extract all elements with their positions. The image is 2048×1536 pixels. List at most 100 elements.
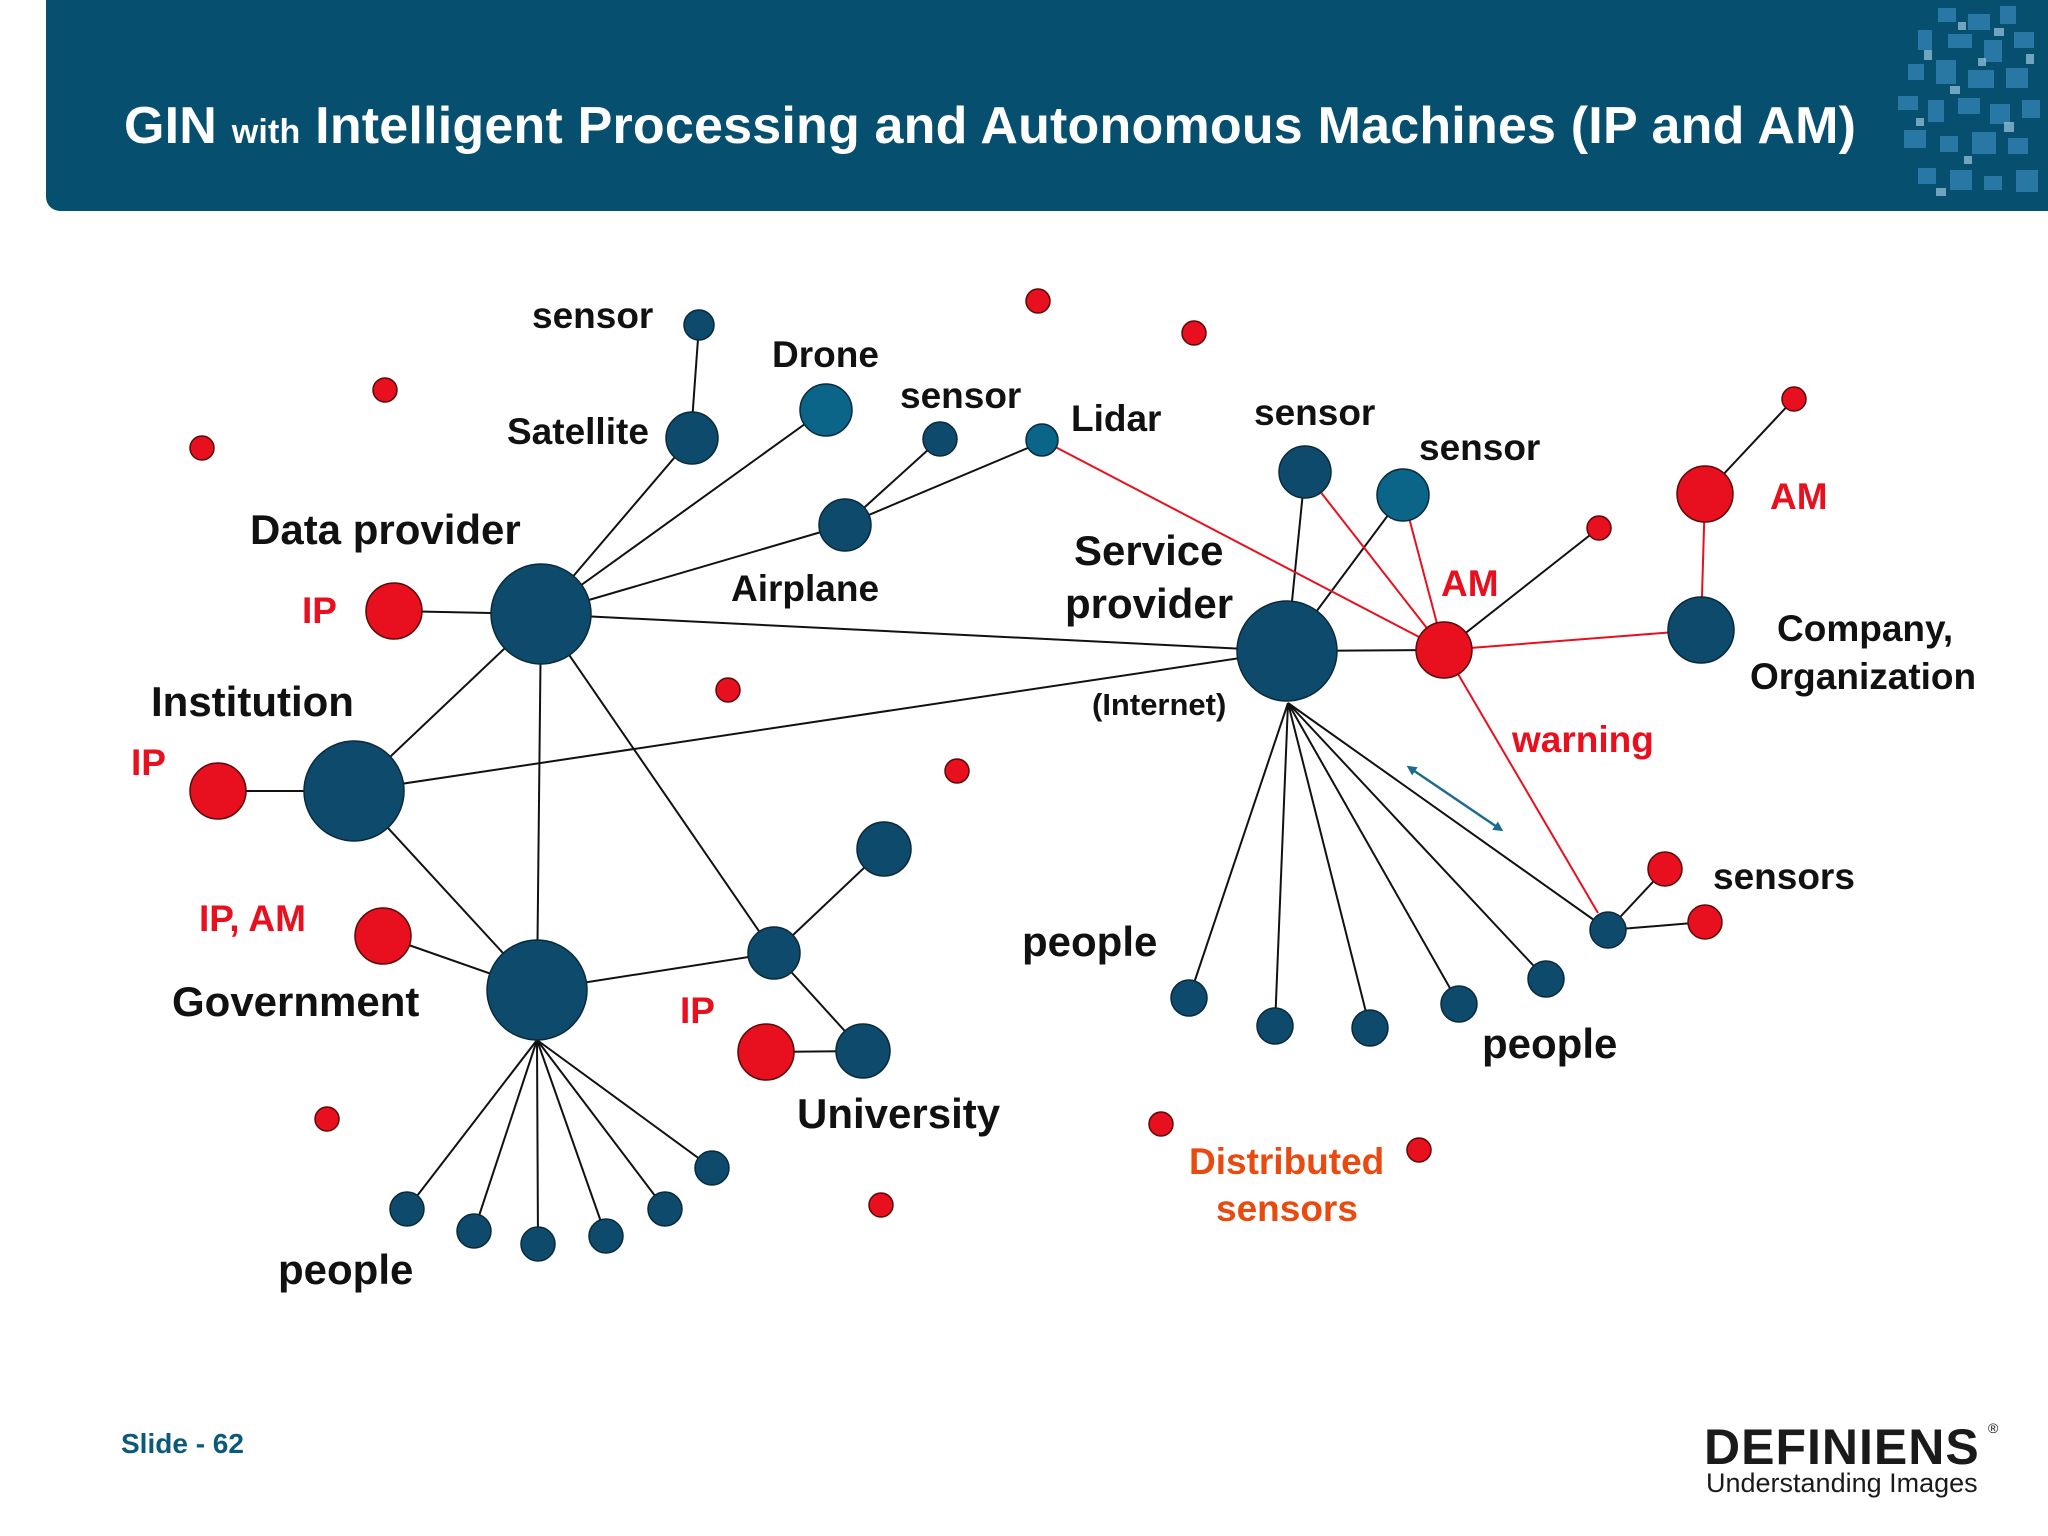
edge [1287, 702, 1371, 1029]
edge [691, 324, 700, 423]
am-node-company [1676, 465, 1734, 523]
distributed-sensor-dot [1025, 288, 1051, 314]
distributed-sensor-dot [1406, 1137, 1432, 1163]
government-node [486, 939, 588, 1041]
double-arrow [1406, 765, 1504, 832]
ip-label: IP [131, 742, 166, 783]
distributed-sensor-dot [314, 1106, 340, 1132]
edge [1274, 702, 1289, 1027]
sensors-hub-node [1589, 911, 1627, 949]
university-branch-node [856, 821, 912, 877]
red-labels: IP AM AM IP warning IP, AM IP [131, 476, 1828, 1031]
people-node [1256, 1007, 1294, 1045]
distributed-label: Distributed [1189, 1141, 1384, 1182]
title-with: with [231, 113, 301, 151]
institution-label: Institution [151, 678, 354, 725]
edge [536, 1039, 607, 1237]
small-red-node [1781, 386, 1807, 412]
title-gin: GIN [124, 97, 218, 155]
ip-label: IP [302, 590, 337, 631]
edge [536, 613, 542, 991]
ip-node-data-provider [365, 582, 423, 640]
university-label: University [797, 1090, 1001, 1137]
logo-tagline: Understanding Images [1706, 1468, 1978, 1498]
ip-am-label: IP, AM [199, 898, 306, 939]
distributed-sensor-dot [868, 1192, 894, 1218]
university-node [835, 1023, 891, 1079]
ip-label: IP [680, 990, 715, 1031]
logo-wordmark: DEFINIENS [1704, 1419, 1980, 1475]
sensor-red-node [1647, 851, 1683, 887]
teal-nodes [799, 383, 1430, 522]
internet-label: (Internet) [1092, 687, 1226, 722]
edge [406, 1039, 538, 1210]
sensor-label: sensor [1254, 392, 1375, 433]
edge [1443, 527, 1600, 651]
red-edge [1304, 471, 1445, 651]
provider-label: provider [1065, 580, 1233, 627]
am-hub-node [1415, 621, 1473, 679]
distributed-sensors-label: sensors [1216, 1188, 1358, 1229]
people-node [1170, 979, 1208, 1017]
orange-labels: Distributed sensors [1189, 1141, 1384, 1229]
data-provider-label: Data provider [250, 506, 521, 553]
edge [536, 1039, 666, 1210]
am-label: AM [1441, 563, 1499, 604]
people-node [588, 1218, 624, 1254]
people-node [1527, 960, 1565, 998]
slide-number: Slide - 62 [121, 1428, 244, 1459]
ip-node-university [737, 1023, 795, 1081]
service-label: Service [1074, 527, 1223, 574]
people-label: people [1022, 918, 1157, 965]
university-hub-node [747, 926, 801, 980]
edge [540, 613, 775, 954]
people-node [520, 1226, 556, 1262]
sensor-node-sp2 [1376, 468, 1430, 522]
sensor-red-node [1687, 904, 1723, 940]
distributed-sensor-dot [1181, 320, 1207, 346]
edge [540, 410, 824, 615]
edge [353, 650, 1288, 792]
people-node [389, 1191, 425, 1227]
edge [536, 1039, 713, 1169]
edge [540, 613, 1288, 652]
sensor-label: sensor [532, 295, 653, 336]
people-node [1440, 985, 1478, 1023]
drone-label: Drone [772, 334, 879, 375]
title-banner: GIN with Intelligent Processing and Auto… [46, 0, 2048, 211]
red-edge [1443, 649, 1599, 914]
distributed-sensor-dot [1148, 1111, 1174, 1137]
red-edge [1443, 629, 1702, 651]
page-title: GIN with Intelligent Processing and Auto… [124, 96, 1856, 156]
data-provider-node [490, 563, 592, 665]
distributed-sensor-dot [189, 435, 215, 461]
title-rest: Intelligent Processing and Autonomous Ma… [315, 97, 1857, 155]
edge [536, 1039, 539, 1245]
government-label: Government [172, 978, 419, 1025]
people-label: people [1482, 1020, 1617, 1067]
company-node [1667, 596, 1735, 664]
ip-node-institution [189, 762, 247, 820]
lidar-label: Lidar [1071, 398, 1161, 439]
organization-label: Organization [1750, 656, 1976, 697]
lidar-node [1025, 423, 1059, 457]
sensors-label: sensors [1713, 856, 1855, 897]
distributed-sensor-dot [715, 677, 741, 703]
sensor-label: sensor [1419, 427, 1540, 468]
people-label: people [278, 1246, 413, 1293]
drone-node [799, 383, 853, 437]
distributed-sensor-dot [944, 758, 970, 784]
company-label: Company, [1777, 608, 1953, 649]
warning-label: warning [1511, 719, 1654, 760]
red-edges [1041, 439, 1706, 914]
ip-am-node-government [354, 907, 412, 965]
sensor-label: sensor [900, 375, 1021, 416]
people-node [456, 1213, 492, 1249]
airplane-node [818, 498, 872, 552]
edge [1287, 702, 1460, 1005]
am-label: AM [1770, 476, 1828, 517]
distributed-sensor-dot [372, 377, 398, 403]
sensor-node-sp1 [1278, 445, 1332, 499]
small-red-node [1586, 515, 1612, 541]
